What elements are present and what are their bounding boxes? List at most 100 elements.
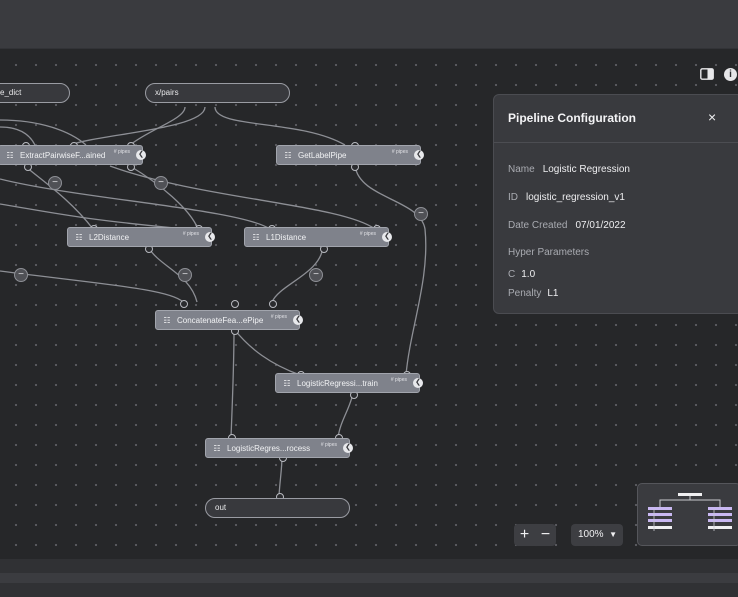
panel-row-date: Date Created 07/01/2022 bbox=[508, 220, 626, 231]
node-logistic-regression-train[interactable]: ☷ LogisticRegressi...train # pipes ❮ bbox=[275, 373, 423, 393]
top-bar bbox=[0, 0, 738, 49]
hierarchy-icon: ☷ bbox=[163, 315, 171, 325]
input-port[interactable] bbox=[269, 300, 277, 308]
edge bbox=[278, 455, 283, 497]
node-tag: # pipes bbox=[270, 314, 287, 320]
output-pill-out[interactable]: out bbox=[205, 498, 350, 518]
edge bbox=[0, 270, 184, 303]
hierarchy-icon: ☷ bbox=[252, 232, 260, 242]
edge bbox=[0, 178, 271, 230]
panel-row-penalty: Penalty L1 bbox=[508, 288, 558, 299]
input-port[interactable] bbox=[180, 300, 188, 308]
edge-collapse-button[interactable]: − bbox=[154, 176, 168, 190]
chevron-left-icon[interactable]: ❮ bbox=[136, 150, 146, 160]
node-logistic-regression-process[interactable]: ☷ LogisticRegres...rocess # pipes ❮ bbox=[205, 438, 353, 458]
pipeline-config-panel: Pipeline Configuration × Name Logistic Re… bbox=[493, 94, 738, 314]
node-label: L1Distance bbox=[266, 232, 307, 242]
node-label: LogisticRegressi...train bbox=[297, 378, 378, 388]
edge bbox=[24, 165, 94, 230]
input-pill-xpairs[interactable]: x/pairs bbox=[145, 83, 290, 103]
node-tag: # pipes bbox=[113, 149, 130, 155]
hierarchy-icon: ☷ bbox=[283, 378, 291, 388]
edge-collapse-button[interactable]: − bbox=[14, 268, 28, 282]
input-port[interactable] bbox=[231, 300, 239, 308]
edge-collapse-button[interactable]: − bbox=[309, 268, 323, 282]
input-pill-label: x/pairs bbox=[155, 88, 179, 97]
hierarchy-icon: ☷ bbox=[75, 232, 83, 242]
edge bbox=[230, 328, 235, 439]
zoom-level-select[interactable]: 100% ▼ bbox=[571, 524, 623, 546]
panel-row-name: Name Logistic Regression bbox=[508, 164, 630, 175]
edge bbox=[109, 165, 376, 230]
hierarchy-icon: ☷ bbox=[284, 150, 292, 160]
node-get-label-pipe[interactable]: ☷ GetLabelPipe # pipes ❮ bbox=[276, 145, 424, 165]
chevron-left-icon[interactable]: ❮ bbox=[414, 150, 424, 160]
edge bbox=[69, 106, 206, 146]
node-extract-pairwise[interactable]: ☷ ExtractPairwiseF...ained # pipes ❮ bbox=[0, 145, 146, 165]
bottom-scroll-track[interactable] bbox=[0, 573, 738, 583]
zoom-level-value: 100% bbox=[578, 529, 604, 540]
edge bbox=[147, 246, 198, 303]
field-value: L1 bbox=[547, 288, 559, 299]
edge bbox=[233, 328, 301, 376]
hierarchy-icon: ☷ bbox=[6, 150, 14, 160]
field-label: Penalty bbox=[508, 288, 542, 299]
panel-icon[interactable] bbox=[700, 68, 714, 82]
node-tag: # pipes bbox=[390, 377, 407, 383]
field-label: C bbox=[508, 269, 516, 280]
node-label: GetLabelPipe bbox=[298, 150, 347, 160]
node-label: ConcatenateFea...ePipe bbox=[177, 315, 264, 325]
field-label: Date Created bbox=[508, 220, 568, 231]
chevron-down-icon: ▼ bbox=[609, 530, 617, 539]
info-icon[interactable]: i bbox=[724, 68, 737, 81]
edge bbox=[0, 126, 36, 146]
panel-title: Pipeline Configuration bbox=[508, 111, 636, 125]
zoom-in-button[interactable]: + bbox=[519, 526, 530, 543]
edge-collapse-button[interactable]: − bbox=[178, 268, 192, 282]
chevron-left-icon[interactable]: ❮ bbox=[205, 232, 215, 242]
chevron-left-icon[interactable]: ❮ bbox=[293, 315, 303, 325]
zoom-out-button[interactable]: − bbox=[540, 526, 551, 543]
hierarchy-icon: ☷ bbox=[213, 443, 221, 453]
panel-row-c: C 1.0 bbox=[508, 269, 535, 280]
node-label: ExtractPairwiseF...ained bbox=[20, 150, 106, 160]
chevron-left-icon[interactable]: ❮ bbox=[343, 443, 353, 453]
chevron-left-icon[interactable]: ❮ bbox=[413, 378, 423, 388]
node-label: LogisticRegres...rocess bbox=[227, 443, 311, 453]
node-l1-distance[interactable]: ☷ L1Distance # pipes ❮ bbox=[244, 227, 392, 247]
field-value: 1.0 bbox=[521, 269, 536, 280]
edge bbox=[0, 119, 87, 146]
field-label: Name bbox=[508, 164, 535, 175]
node-concatenate-features[interactable]: ☷ ConcatenateFea...ePipe # pipes ❮ bbox=[155, 310, 303, 330]
field-label: ID bbox=[508, 192, 518, 203]
minimap-preview bbox=[648, 493, 732, 531]
edge bbox=[0, 203, 186, 230]
edge bbox=[129, 106, 186, 146]
edge-collapse-button[interactable]: − bbox=[48, 176, 62, 190]
bottom-bar bbox=[0, 559, 738, 597]
node-tag: # pipes bbox=[359, 231, 376, 237]
edge bbox=[214, 106, 346, 146]
edge bbox=[337, 392, 354, 439]
zoom-controls: + − bbox=[514, 524, 556, 546]
chevron-left-icon[interactable]: ❮ bbox=[382, 232, 392, 242]
edge bbox=[354, 165, 427, 376]
hyper-parameters-heading: Hyper Parameters bbox=[508, 247, 590, 258]
canvas-toolbar: i bbox=[700, 68, 738, 82]
output-pill-label: out bbox=[215, 503, 227, 512]
field-value: Logistic Regression bbox=[542, 164, 630, 175]
field-value: 07/01/2022 bbox=[575, 220, 626, 231]
input-pill-dict[interactable]: e_dict bbox=[0, 83, 70, 103]
node-tag: # pipes bbox=[391, 149, 408, 155]
close-icon[interactable]: × bbox=[708, 109, 717, 125]
edge bbox=[129, 165, 199, 230]
node-tag: # pipes bbox=[182, 231, 199, 237]
minimap[interactable] bbox=[637, 483, 738, 546]
node-l2-distance[interactable]: ☷ L2Distance # pipes ❮ bbox=[67, 227, 215, 247]
node-tag: # pipes bbox=[320, 442, 337, 448]
edge-collapse-button[interactable]: − bbox=[414, 207, 428, 221]
input-pill-label: e_dict bbox=[0, 88, 22, 97]
edge bbox=[271, 246, 324, 303]
node-label: L2Distance bbox=[89, 232, 130, 242]
